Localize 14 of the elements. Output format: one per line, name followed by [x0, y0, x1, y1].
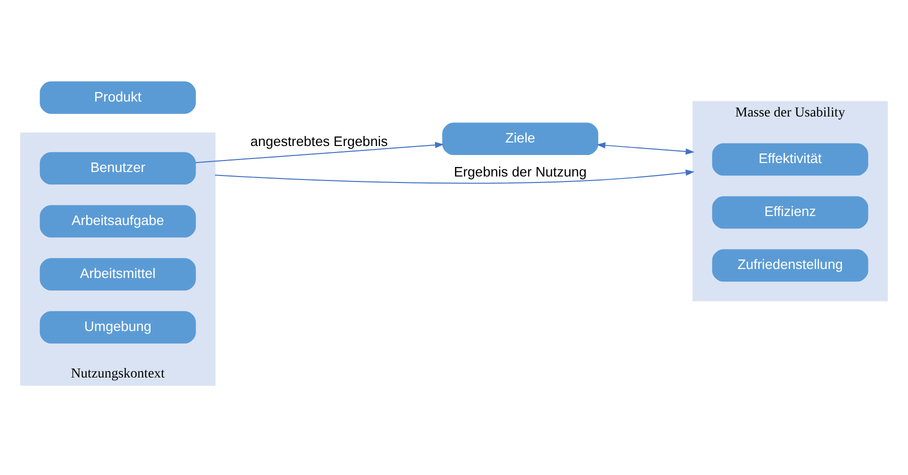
- node-box: Umgebung: [40, 311, 196, 344]
- arrow: [195, 142, 444, 164]
- arrow: [214, 170, 694, 184]
- node-box: Arbeitsaufgabe: [40, 205, 196, 238]
- node-box: Zufriedenstellung: [712, 249, 868, 282]
- node-box: Ziele: [442, 122, 598, 156]
- node-box: Arbeitsmittel: [40, 258, 196, 290]
- node-box: Effektivität: [712, 143, 868, 176]
- node-box: Effizienz: [712, 196, 868, 229]
- node-box: Produkt: [40, 81, 196, 114]
- edge-label: Ergebnis der Nutzung: [454, 164, 587, 180]
- arrow: [596, 142, 694, 155]
- edge-label: angestrebtes Ergebnis: [250, 134, 388, 149]
- node-box: Benutzer: [40, 152, 196, 184]
